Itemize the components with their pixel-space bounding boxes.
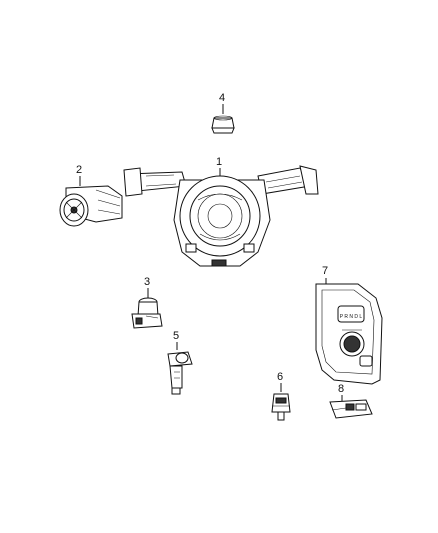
callout-4: 4	[219, 92, 225, 104]
callout-2: 2	[76, 164, 82, 176]
part-5-drawing	[167, 342, 193, 395]
part-8-drawing	[329, 395, 373, 419]
callout-6: 6	[277, 371, 283, 383]
callout-1: 1	[216, 156, 222, 168]
part-4-drawing	[211, 104, 235, 134]
part-7-drawing: P R N D L	[315, 278, 383, 385]
callout-8: 8	[338, 383, 344, 395]
callout-7: 7	[322, 265, 328, 277]
part-2-drawing	[59, 176, 123, 227]
callout-5: 5	[173, 330, 179, 342]
callout-3: 3	[144, 276, 150, 288]
shifter-letters: P R N D L	[340, 314, 363, 320]
part-6-drawing	[271, 383, 291, 421]
part-3-drawing	[131, 288, 163, 329]
part-1-drawing	[123, 165, 319, 267]
